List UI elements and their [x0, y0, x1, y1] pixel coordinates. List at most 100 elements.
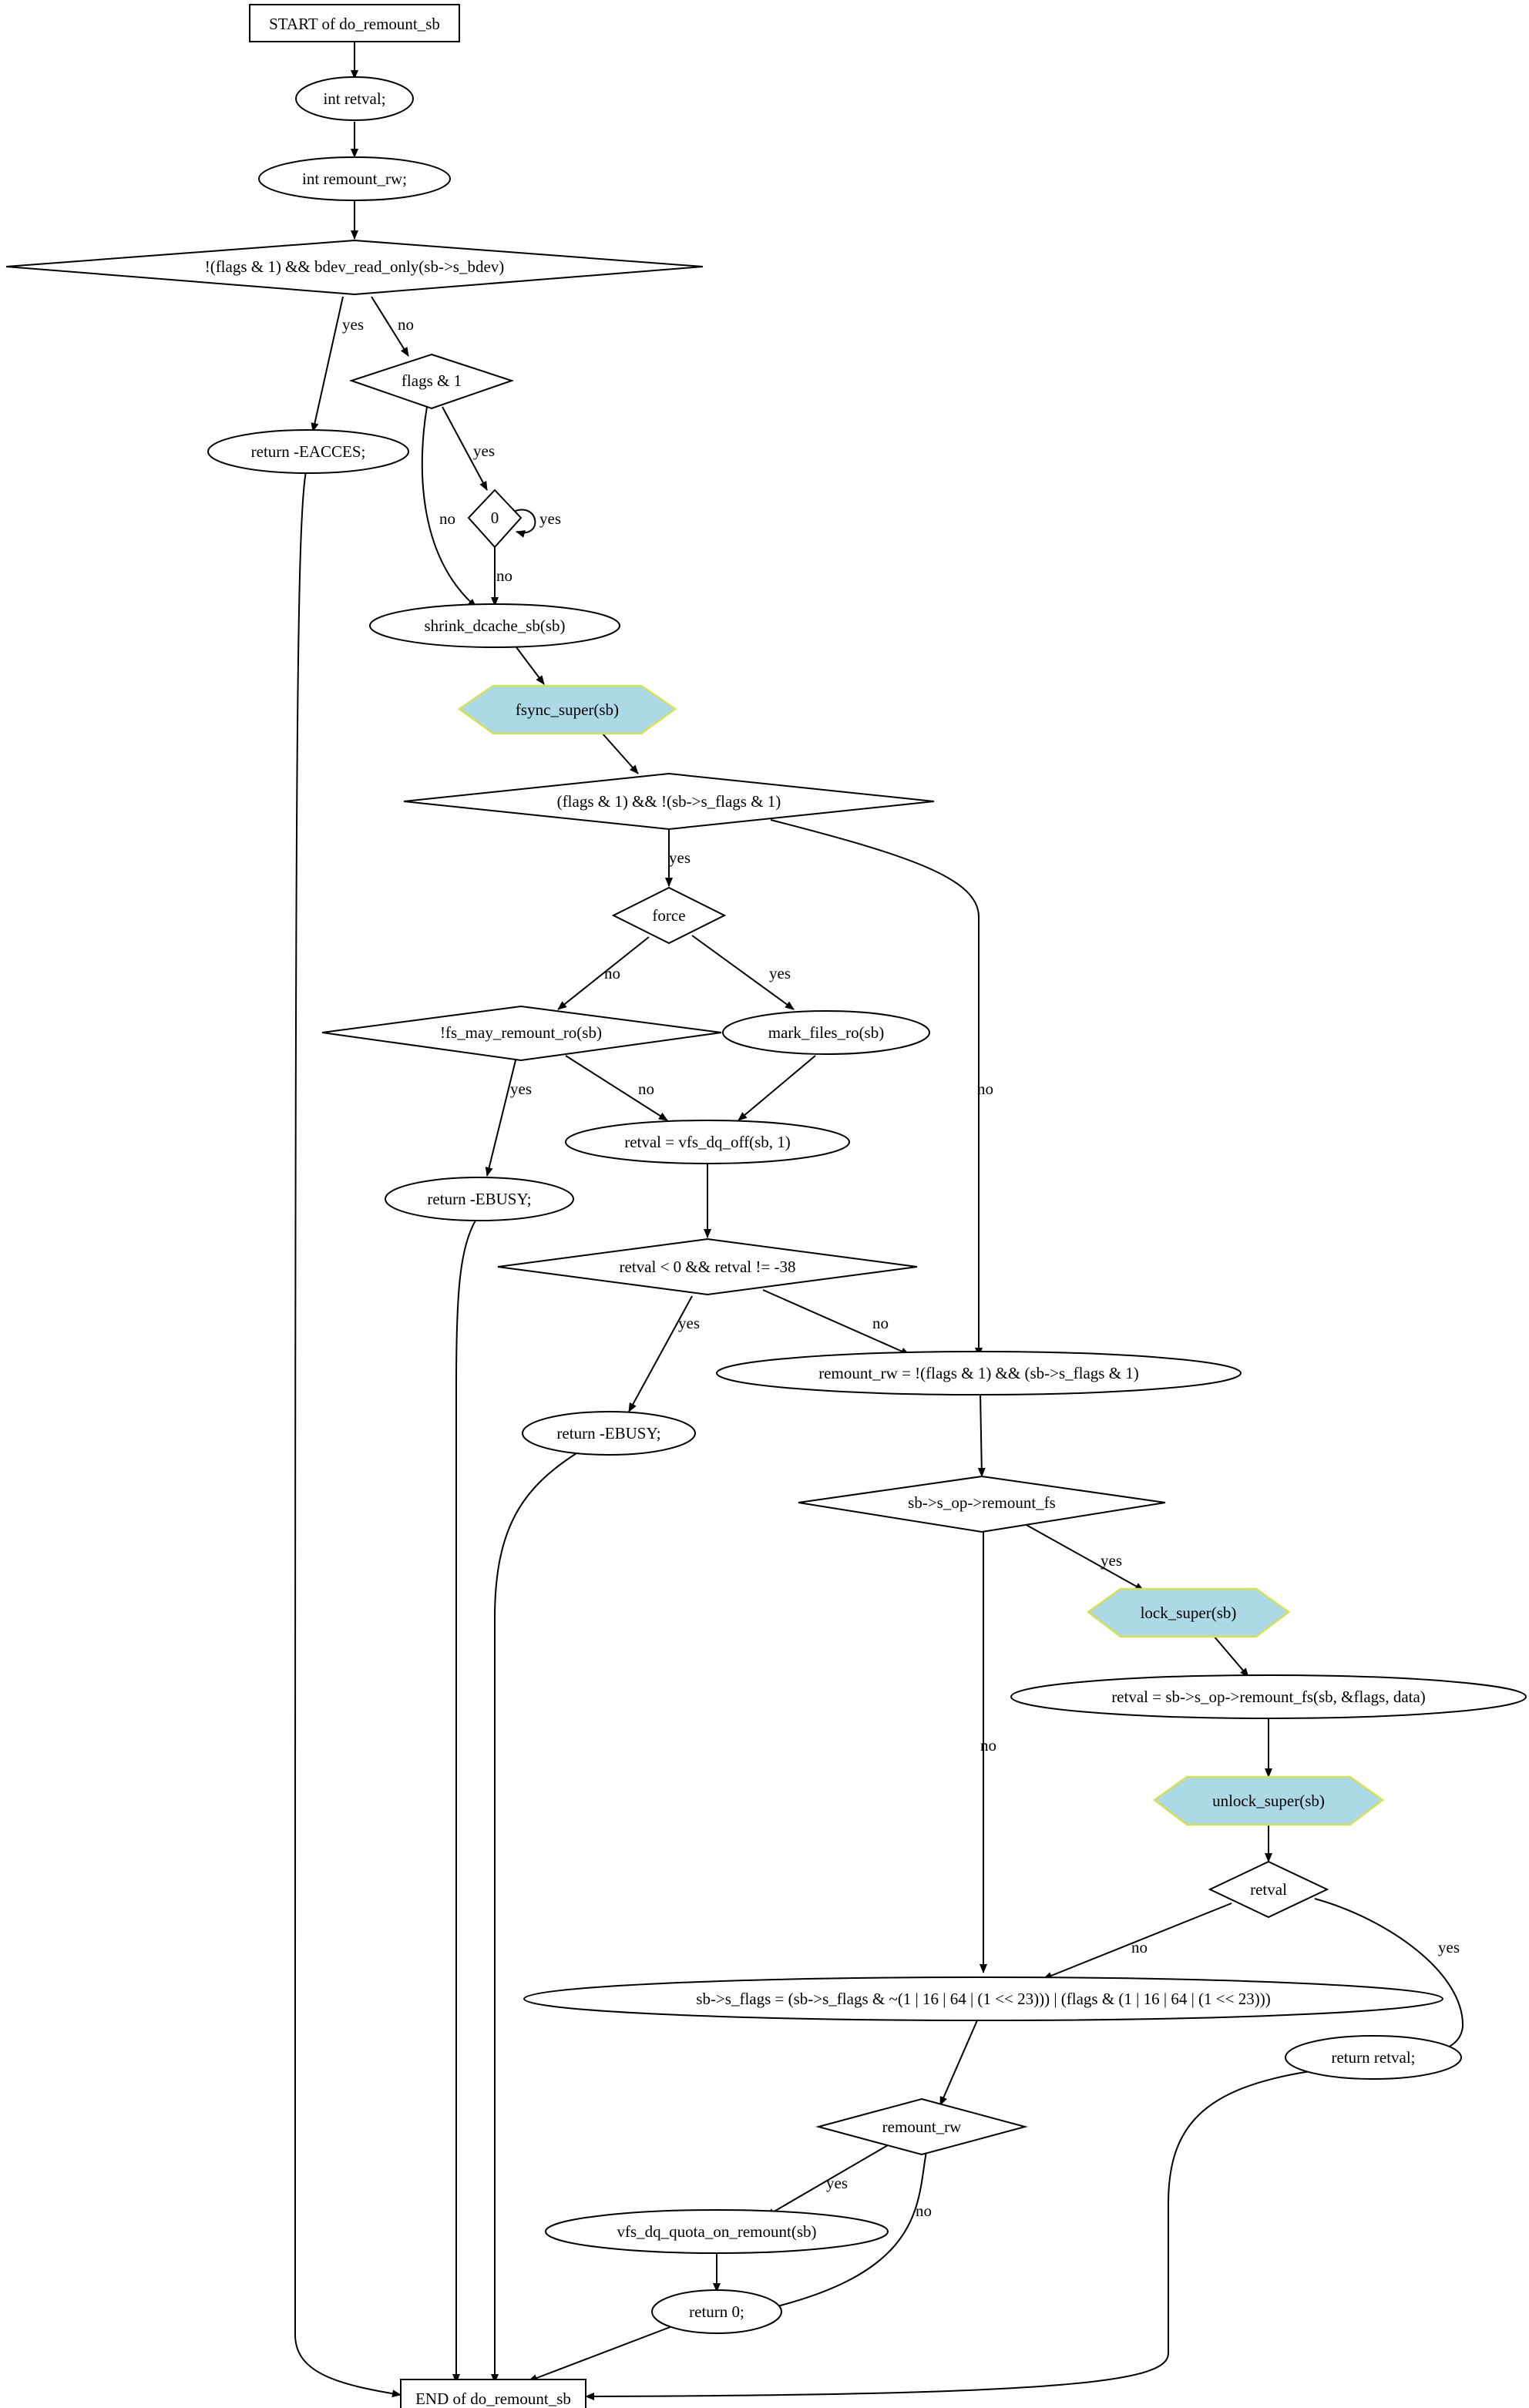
- node-cond-force[interactable]: force: [611, 886, 727, 945]
- node-cond-ro[interactable]: (flags & 1) && !(sb->s_flags & 1): [403, 772, 935, 831]
- edge-label-zero-yes: yes: [539, 509, 561, 528]
- node-cond-may-remount[interactable]: !fs_may_remount_ro(sb): [321, 1005, 722, 1062]
- node-cond-flags1[interactable]: flags & 1: [348, 353, 515, 410]
- edge-remountfs-yes: [1024, 1523, 1144, 1591]
- edge-label-remountfs-yes: yes: [1101, 1551, 1122, 1570]
- edge-r38-no: [762, 1289, 910, 1355]
- node-ret-ebusy-1-label: return -EBUSY;: [427, 1190, 531, 1208]
- node-start[interactable]: START of do_remount_sb: [249, 4, 460, 42]
- node-remount-rw-assign[interactable]: remount_rw = !(flags & 1) && (sb->s_flag…: [716, 1351, 1242, 1395]
- node-shrink-dcache-label: shrink_dcache_sb(sb): [424, 616, 565, 635]
- edge-label-flags1-yes: yes: [473, 442, 495, 460]
- node-retval-remount-fs[interactable]: retval = sb->s_op->remount_fs(sb, &flags…: [1010, 1674, 1527, 1719]
- edge-label-retval-no: no: [1131, 1938, 1148, 1956]
- node-cond-remount-rw[interactable]: remount_rw: [815, 2097, 1028, 2156]
- node-retval-remount-fs-label: retval = sb->s_op->remount_fs(sb, &flags…: [1111, 1688, 1426, 1706]
- edge-flags1-no: [421, 406, 477, 608]
- node-sflags-assign[interactable]: sb->s_flags = (sb->s_flags & ~(1 | 16 | …: [523, 1976, 1443, 2021]
- node-cond-force-label: force: [652, 906, 685, 925]
- edge-label-force-yes: yes: [769, 964, 791, 982]
- node-ret-retval[interactable]: return retval;: [1285, 2035, 1462, 2080]
- edge-may-no: [565, 1055, 668, 1121]
- edge-shrink-to-fsync: [516, 646, 545, 685]
- node-ret-zero[interactable]: return 0;: [651, 2289, 782, 2334]
- node-int-remount-rw-label: int remount_rw;: [302, 170, 407, 188]
- node-int-retval-label: int retval;: [323, 89, 385, 108]
- node-cond-retval-label: retval: [1250, 1880, 1287, 1899]
- node-ret-zero-label: return 0;: [689, 2302, 744, 2321]
- node-vfs-dq-off-label: retval = vfs_dq_off(sb, 1): [624, 1133, 791, 1151]
- edge-may-yes: [485, 1056, 517, 1177]
- edge-label-flags1-no: no: [439, 509, 455, 528]
- node-lock-super-label: lock_super(sb): [1141, 1604, 1237, 1622]
- node-vfs-dq-quota-label: vfs_dq_quota_on_remount(sb): [617, 2222, 817, 2241]
- edge-force-no: [557, 936, 650, 1010]
- edge-label-may-no: no: [638, 1080, 654, 1098]
- node-cond-retval[interactable]: retval: [1208, 1860, 1329, 1919]
- edge-retval-no: [1043, 1903, 1232, 1980]
- edge-flags1-yes: [442, 406, 488, 491]
- nodes: START of do_remount_sb int retval; int r…: [5, 4, 1527, 2408]
- node-unlock-super-label: unlock_super(sb): [1212, 1792, 1325, 1810]
- node-cond-remount-fs[interactable]: sb->s_op->remount_fs: [798, 1475, 1166, 1533]
- edge-eacces-to-end: [294, 471, 402, 2398]
- node-fsync-super[interactable]: fsync_super(sb): [457, 684, 677, 735]
- node-start-label: START of do_remount_sb: [269, 15, 440, 33]
- edge-fsync-to-cond-ro: [600, 731, 639, 774]
- edge-label-rw-yes: yes: [826, 2174, 848, 2192]
- node-cond-may-remount-label: !fs_may_remount_ro(sb): [440, 1023, 602, 1042]
- edge-label-retval-yes: yes: [1438, 1938, 1460, 1956]
- node-ret-eacces-label: return -EACCES;: [251, 442, 366, 461]
- edge-label-r38-yes: yes: [678, 1314, 700, 1332]
- node-int-remount-rw[interactable]: int remount_rw;: [258, 156, 451, 201]
- node-ret-ebusy-1[interactable]: return -EBUSY;: [385, 1177, 574, 1221]
- edge-ebusy2-to-end: [491, 1453, 577, 2383]
- edge-label-rw-no: no: [916, 2201, 932, 2220]
- edge-labels: yes no yes no yes no yes no no yes yes n…: [342, 315, 1460, 2220]
- node-end[interactable]: END of do_remount_sb: [400, 2379, 586, 2408]
- node-ret-ebusy-2[interactable]: return -EBUSY;: [522, 1411, 696, 1456]
- node-int-retval[interactable]: int retval;: [295, 76, 414, 121]
- edge-label-zero-no: no: [496, 566, 512, 585]
- node-vfs-dq-quota[interactable]: vfs_dq_quota_on_remount(sb): [545, 2209, 889, 2254]
- node-cond-zero[interactable]: 0: [467, 489, 523, 549]
- node-cond-retval-38-label: retval < 0 && retval != -38: [620, 1258, 796, 1276]
- edge-force-yes: [691, 935, 795, 1010]
- edge-label-ro-yes: yes: [669, 848, 691, 867]
- node-lock-super[interactable]: lock_super(sb): [1086, 1587, 1291, 1638]
- node-unlock-super[interactable]: unlock_super(sb): [1152, 1775, 1385, 1826]
- node-remount-rw-assign-label: remount_rw = !(flags & 1) && (sb->s_flag…: [818, 1364, 1139, 1382]
- edge-remountrw-to-cond-remountfs: [977, 1392, 986, 1477]
- node-sflags-assign-label: sb->s_flags = (sb->s_flags & ~(1 | 16 | …: [696, 1990, 1270, 2008]
- node-fsync-super-label: fsync_super(sb): [516, 700, 619, 719]
- edge-label-bdev-yes: yes: [342, 315, 364, 334]
- node-mark-files-ro-label: mark_files_ro(sb): [768, 1023, 884, 1042]
- edge-zero-self-loop: [512, 509, 536, 538]
- edge-label-may-yes: yes: [510, 1080, 532, 1098]
- node-ret-eacces[interactable]: return -EACCES;: [207, 429, 409, 474]
- node-vfs-dq-off[interactable]: retval = vfs_dq_off(sb, 1): [565, 1120, 850, 1164]
- node-mark-files-ro[interactable]: mark_files_ro(sb): [722, 1010, 930, 1055]
- edge-bdev-no: [371, 296, 409, 357]
- edge-retval-yes: [1314, 1898, 1464, 2054]
- node-shrink-dcache[interactable]: shrink_dcache_sb(sb): [369, 603, 620, 648]
- node-cond-bdev-label: !(flags & 1) && bdev_read_only(sb->s_bde…: [205, 257, 505, 276]
- node-cond-retval-38[interactable]: retval < 0 && retval != -38: [497, 1238, 918, 1296]
- edge-ret0-to-end: [528, 2323, 679, 2382]
- edge-r38-yes: [628, 1295, 693, 1412]
- edges: [294, 42, 1464, 2400]
- node-cond-bdev[interactable]: !(flags & 1) && bdev_read_only(sb->s_bde…: [5, 239, 704, 296]
- edge-mark-to-vfsdqoff: [738, 1055, 816, 1121]
- node-cond-flags1-label: flags & 1: [402, 371, 462, 390]
- edge-label-remountfs-no: no: [980, 1736, 996, 1755]
- edge-label-ro-no: no: [977, 1080, 993, 1098]
- edge-retretval-to-end: [585, 2070, 1311, 2400]
- node-end-label: END of do_remount_sb: [415, 2390, 571, 2408]
- edge-rw-yes: [765, 2144, 889, 2217]
- edge-label-r38-no: no: [872, 1314, 889, 1332]
- edge-ebusy1-to-end: [452, 1218, 477, 2383]
- edge-label-bdev-no: no: [398, 315, 414, 334]
- edge-label-force-no: no: [604, 964, 620, 982]
- node-cond-remount-rw-label: remount_rw: [882, 2117, 962, 2136]
- node-cond-ro-label: (flags & 1) && !(sb->s_flags & 1): [557, 792, 781, 811]
